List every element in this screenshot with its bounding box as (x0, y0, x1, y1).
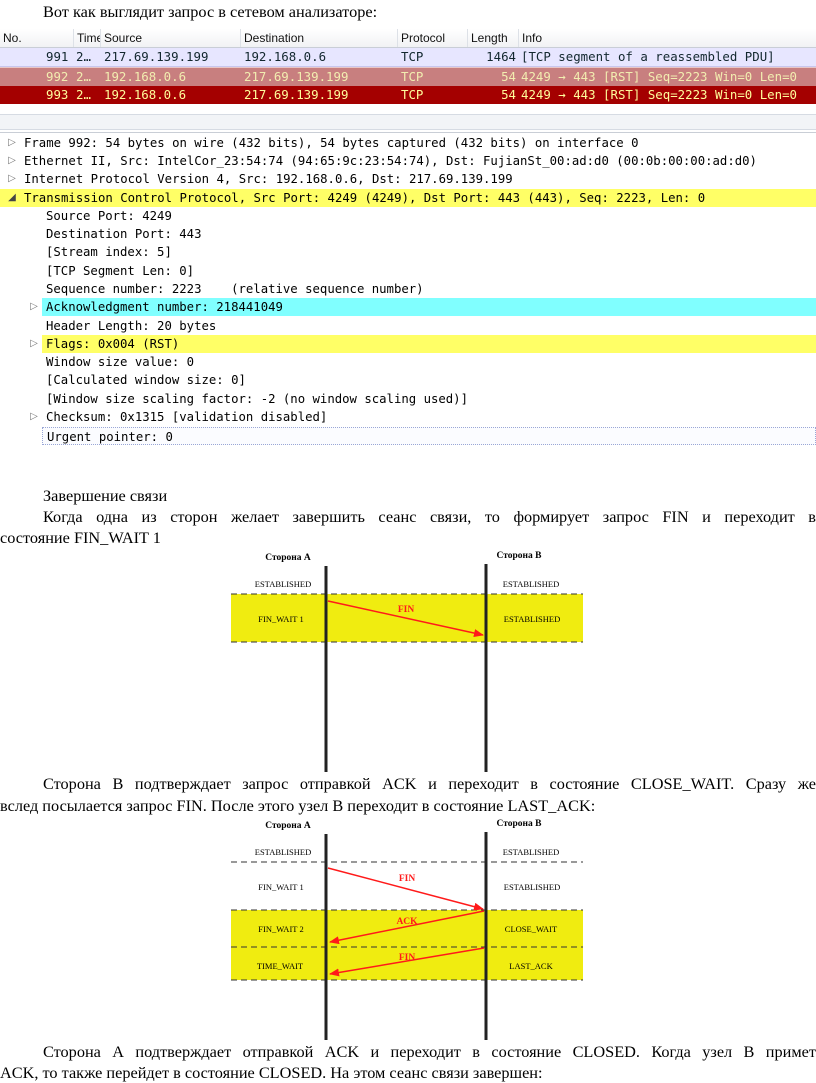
packet-no: 991 (46, 49, 69, 64)
packet-info: 4249 → 443 [RST] Seq=2223 Win=0 Len=0 (521, 69, 798, 84)
message-label: FIN (399, 953, 416, 963)
expand-arrow-icon[interactable]: ▷ (30, 411, 38, 422)
tcp-fin-diagram-1: Сторона A Сторона B ESTABLISHED ESTABLIS… (231, 551, 583, 772)
packet-list[interactable]: No. Time Source Destination Protocol Len… (0, 29, 816, 105)
tree-item-sequence-number[interactable]: Sequence number: 2223 (relative sequence… (46, 282, 424, 296)
packet-source: 217.69.139.199 (104, 49, 209, 64)
packet-row-selected[interactable]: 992 2… 192.168.0.6 217.69.139.199 TCP 54… (0, 67, 816, 87)
packet-time: 2… (76, 49, 91, 64)
packet-info: [TCP segment of a reassembled PDU] (521, 49, 775, 64)
packet-list-header: No. Time Source Destination Protocol Len… (0, 29, 816, 48)
message-label: ACK (396, 917, 418, 927)
paragraph-line: Сторона А подтверждает отправкой ACK и п… (43, 1042, 816, 1061)
paragraph-line: вслед посылается запрос FIN. После этого… (0, 796, 596, 815)
tcp-fin-diagram-2: Сторона A Сторона B ESTABLISHED ESTABLIS… (231, 819, 583, 1040)
packet-time: 2… (76, 69, 91, 84)
message-label: FIN (398, 605, 415, 615)
column-header-no[interactable]: No. (0, 29, 74, 47)
state-label-b: ESTABLISHED (503, 847, 559, 857)
packet-length: 54 (501, 87, 516, 102)
fin-arrow (327, 867, 484, 911)
side-b-label: Сторона B (497, 551, 543, 561)
packet-no: 992 (46, 69, 69, 84)
state-label-b: CLOSE_WAIT (505, 924, 558, 934)
pane-splitter[interactable] (0, 114, 816, 130)
packet-detail-tree[interactable]: ▷ Frame 992: 54 bytes on wire (432 bits)… (0, 132, 816, 447)
column-header-time[interactable]: Time (74, 29, 101, 47)
state-label-a: ESTABLISHED (255, 847, 311, 857)
packet-time: 2… (76, 87, 91, 102)
tree-item-window-scaling[interactable]: [Window size scaling factor: -2 (no wind… (46, 392, 468, 406)
packet-protocol: TCP (401, 49, 424, 64)
column-header-source[interactable]: Source (101, 29, 241, 47)
fin-arrow (329, 947, 485, 977)
tree-item-window-size[interactable]: Window size value: 0 (46, 355, 195, 369)
fin-arrow (327, 600, 484, 637)
section-heading: Завершение связи (43, 486, 168, 505)
tree-item-checksum[interactable]: ▷ Checksum: 0x1315 [validation disabled] (0, 408, 816, 426)
packet-source: 192.168.0.6 (104, 69, 187, 84)
tree-item-ip[interactable]: ▷ Internet Protocol Version 4, Src: 192.… (0, 170, 816, 188)
message-label: FIN (399, 874, 416, 884)
packet-info: 4249 → 443 [RST] Seq=2223 Win=0 Len=0 (521, 87, 798, 102)
state-label-a: ESTABLISHED (255, 579, 311, 589)
packet-destination: 192.168.0.6 (244, 49, 327, 64)
column-header-info[interactable]: Info (522, 31, 543, 45)
packet-protocol: TCP (401, 69, 424, 84)
state-band (231, 910, 583, 980)
tree-item-calculated-window[interactable]: [Calculated window size: 0] (46, 373, 246, 387)
paragraph-line: состояние FIN_WAIT 1 (0, 528, 161, 547)
packet-destination: 217.69.139.199 (244, 87, 349, 102)
expand-arrow-icon[interactable]: ▷ (30, 301, 38, 312)
expand-arrow-icon[interactable]: ▷ (8, 137, 16, 148)
state-label-a: FIN_WAIT 2 (258, 924, 303, 934)
tree-item-ack-number[interactable]: ▷ Acknowledgment number: 218441049 (0, 298, 816, 316)
paragraph-line: ACK, то также перейдет в состояние CLOSE… (0, 1063, 543, 1082)
packet-length: 54 (501, 69, 516, 84)
state-label-b: ESTABLISHED (504, 882, 560, 892)
expand-arrow-icon[interactable]: ▷ (8, 173, 16, 184)
side-a-label: Сторона A (265, 821, 311, 831)
side-b-label: Сторона B (497, 819, 543, 829)
collapse-arrow-icon[interactable]: ◢ (8, 192, 16, 203)
tree-item-destination-port[interactable]: Destination Port: 443 (46, 227, 202, 241)
tree-item-flags[interactable]: ▷ Flags: 0x004 (RST) (0, 335, 816, 353)
state-label-a: FIN_WAIT 1 (258, 614, 303, 624)
state-label-a: TIME_WAIT (257, 961, 304, 971)
tree-item-header-length[interactable]: Header Length: 20 bytes (46, 319, 217, 333)
column-header-length[interactable]: Length (468, 29, 519, 47)
tree-item-segment-len[interactable]: [TCP Segment Len: 0] (46, 264, 195, 278)
packet-destination: 217.69.139.199 (244, 69, 349, 84)
paragraph-line: Сторона В подтверждает запрос отправкой … (43, 774, 816, 793)
expand-arrow-icon[interactable]: ▷ (8, 155, 16, 166)
packet-source: 192.168.0.6 (104, 87, 187, 102)
packet-row[interactable]: 991 2… 217.69.139.199 192.168.0.6 TCP 14… (0, 48, 816, 67)
side-a-label: Сторона A (265, 553, 311, 563)
column-header-protocol[interactable]: Protocol (398, 29, 468, 47)
tree-item-tcp[interactable]: ◢ Transmission Control Protocol, Src Por… (0, 189, 816, 207)
packet-no: 993 (46, 87, 69, 102)
packet-length: 1464 (486, 49, 516, 64)
tree-item-urgent-pointer[interactable]: Urgent pointer: 0 (0, 427, 816, 445)
expand-arrow-icon[interactable]: ▷ (30, 338, 38, 349)
ack-arrow (329, 910, 485, 945)
state-label-b: ESTABLISHED (504, 614, 560, 624)
paragraph-line: Когда одна из сторон желает завершить се… (43, 507, 816, 526)
state-label-b: LAST_ACK (509, 961, 553, 971)
tree-item-frame[interactable]: ▷ Frame 992: 54 bytes on wire (432 bits)… (0, 134, 816, 152)
column-header-destination[interactable]: Destination (241, 29, 398, 47)
state-label-a: FIN_WAIT 1 (258, 882, 303, 892)
tree-item-stream-index[interactable]: [Stream index: 5] (46, 245, 172, 259)
tree-item-source-port[interactable]: Source Port: 4249 (46, 209, 172, 223)
intro-text: Вот как выглядит запрос в сетевом анализ… (43, 2, 378, 21)
tree-item-ethernet[interactable]: ▷ Ethernet II, Src: IntelCor_23:54:74 (9… (0, 152, 816, 170)
state-label-b: ESTABLISHED (503, 579, 559, 589)
packet-row[interactable]: 993 2… 192.168.0.6 217.69.139.199 TCP 54… (0, 86, 816, 104)
packet-protocol: TCP (401, 87, 424, 102)
